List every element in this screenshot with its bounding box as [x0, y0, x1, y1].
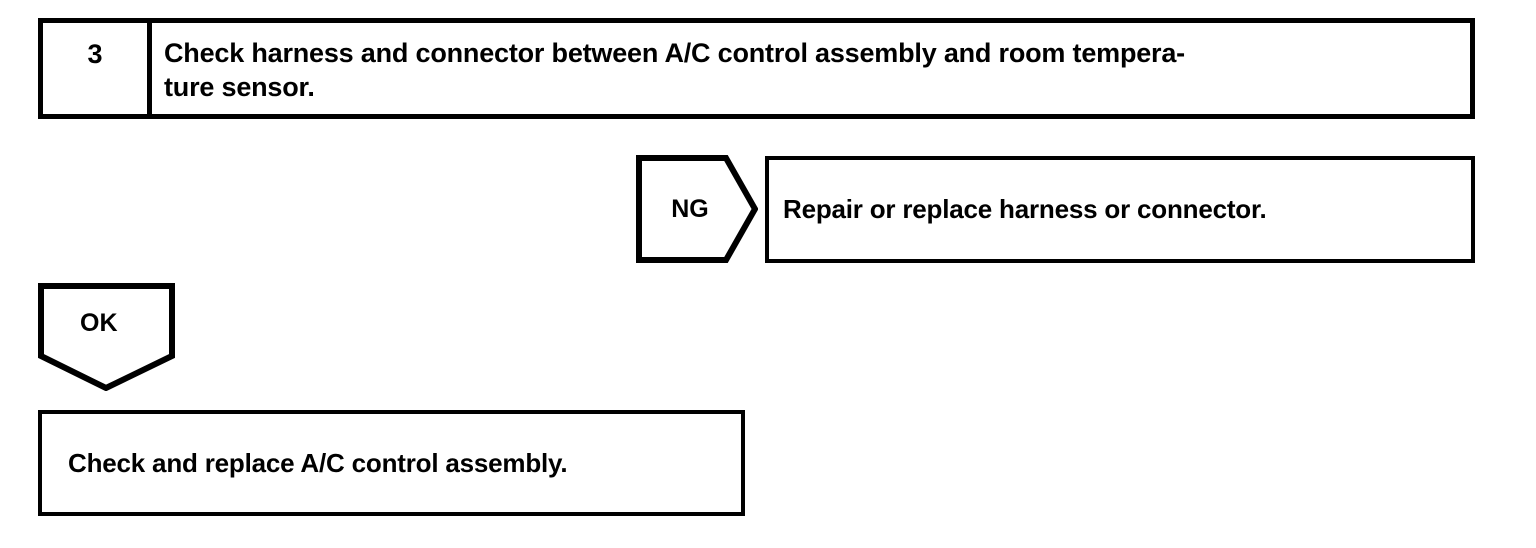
ok-branch-arrow: OK	[38, 283, 175, 391]
step-box: 3 Check harness and connector between A/…	[38, 18, 1475, 119]
step-instruction-cell: Check harness and connector between A/C …	[152, 23, 1470, 114]
step-number-cell: 3	[43, 23, 152, 114]
down-arrow-pentagon-icon	[38, 283, 175, 391]
right-arrow-pentagon-icon	[636, 155, 758, 263]
ok-result-box: Check and replace A/C control assembly.	[38, 410, 745, 516]
ok-branch-label: OK	[80, 308, 118, 337]
ng-result-text: Repair or replace harness or connector.	[783, 194, 1267, 224]
ng-result-box: Repair or replace harness or connector.	[765, 156, 1475, 263]
step-instruction-text: Check harness and connector between A/C …	[164, 38, 1185, 102]
ng-branch-label: NG	[671, 194, 709, 223]
step-number: 3	[87, 39, 103, 69]
ok-result-text: Check and replace A/C control assembly.	[68, 447, 568, 478]
ng-branch-arrow: NG	[636, 155, 758, 263]
